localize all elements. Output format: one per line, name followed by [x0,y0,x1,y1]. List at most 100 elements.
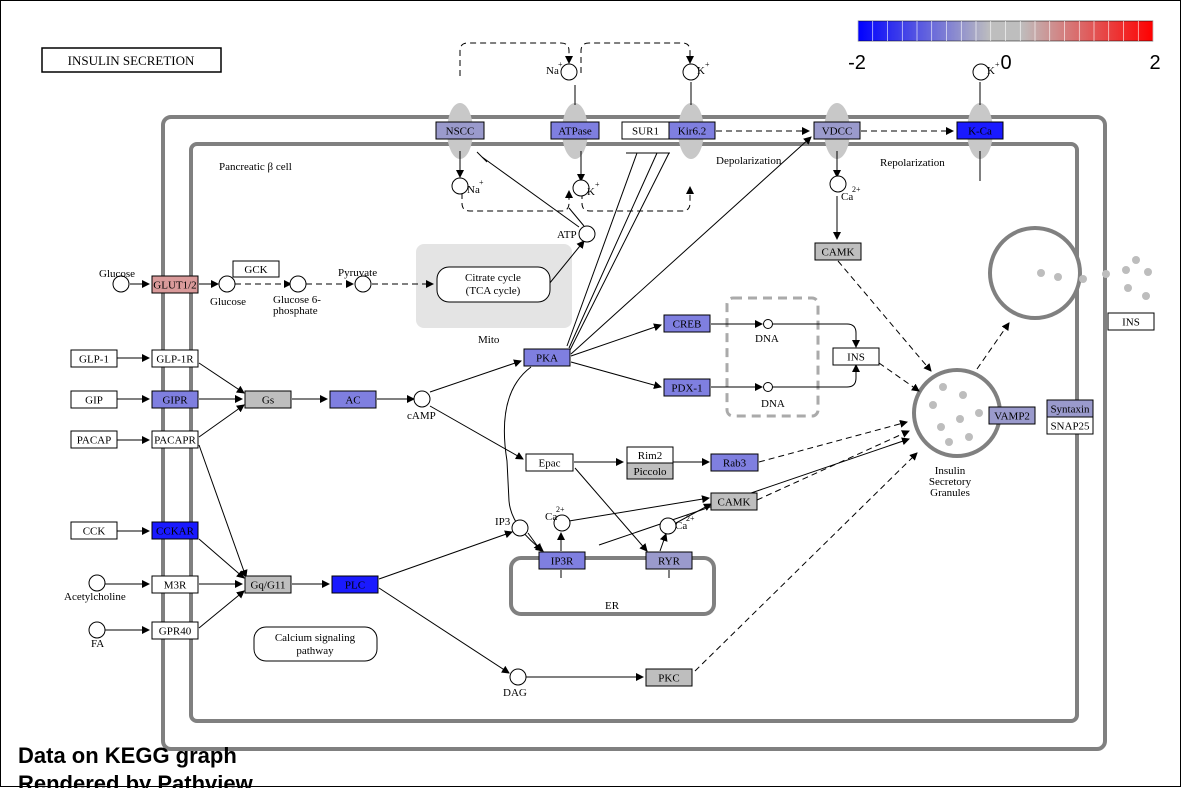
gene-node-glp1r[interactable]: GLP-1R [151,349,199,368]
gene-box-kca [956,121,1004,140]
gene-node-ip3r[interactable]: IP3R [538,551,586,570]
gene-label-gipr: GIPR [162,395,188,407]
gene-node-kir62[interactable]: Kir6.2 [668,121,716,140]
gene-box-snap25 [1046,416,1094,435]
gene-box-gck [232,260,280,278]
gene-node-ryr[interactable]: RYR [645,551,693,570]
gene-node-ins1[interactable]: INS [832,347,880,366]
color-legend: -2 0 2 [848,20,1161,74]
legend-max: 2 [1149,52,1160,74]
gene-node-ins2[interactable]: INS [1107,312,1155,331]
gene-label-pdx1: PDX-1 [671,383,702,395]
gene-node-nscc[interactable]: NSCC [435,121,485,140]
gene-node-ac[interactable]: AC [329,390,377,409]
gene-node-camk2[interactable]: CAMK [710,492,758,511]
na-in-label: Na [467,184,480,196]
gene-label-ip3r: IP3R [551,556,574,568]
gene-box-ac [329,390,377,409]
er-label: ER [605,600,620,612]
dna-label-1: DNA [755,333,779,345]
gene-node-rab3[interactable]: Rab3 [710,453,759,472]
gene-box-kir62 [668,121,716,140]
gene-box-creb [663,314,711,333]
gene-node-gck[interactable]: GCK [232,260,280,278]
gene-label-glp1r: GLP-1R [156,354,194,366]
k-top-label-1: K [697,65,705,77]
gene-node-kca[interactable]: K-Ca [956,121,1004,140]
gene-node-rim2[interactable]: Rim2 [626,446,674,464]
repolarization-label: Repolarization [880,157,945,169]
gene-node-gs[interactable]: Gs [244,390,292,409]
gene-box-ryr [645,551,693,570]
gene-box-gs [244,390,292,409]
gene-label-nscc: NSCC [446,126,475,138]
gene-node-cck[interactable]: CCK [70,521,118,540]
tca-cycle-map[interactable] [436,266,551,303]
gene-label-vdcc: VDCC [822,126,853,138]
gene-node-plc[interactable]: PLC [331,575,379,594]
gene-label-camk2: CAMK [717,497,750,509]
gene-label-rim2: Rim2 [638,450,662,462]
k-top-label-3: K [987,65,995,77]
pathway-edges [105,42,1010,681]
gene-box-camk1 [814,242,862,261]
gene-label-pkc: PKC [658,673,679,685]
gene-box-gqg11 [244,575,292,594]
gene-node-gqg11[interactable]: Gq/G11 [244,575,292,594]
gene-node-pka[interactable]: PKA [523,348,571,367]
gene-node-vdcc[interactable]: VDCC [813,121,861,140]
granule-dots [929,383,983,446]
gene-box-vdcc [813,121,861,140]
gene-node-atpase[interactable]: ATPase [550,121,600,140]
gene-box-glp1 [70,349,118,368]
gene-label-atpase: ATPase [558,126,592,138]
gene-label-glp1: GLP-1 [79,354,109,366]
gene-node-syntaxin[interactable]: Syntaxin [1046,399,1094,418]
calcium-map-line2: pathway [296,645,334,657]
exocytosis-vesicle [988,226,1082,320]
gene-node-pacapr[interactable]: PACAPR [151,430,199,449]
na-in-charge: + [479,178,484,187]
gene-label-ac: AC [345,395,360,407]
gene-box-atpase [550,121,600,140]
title-box [41,47,222,73]
pathway-title: INSULIN SECRETION [68,53,195,68]
gene-node-cckar[interactable]: CCKAR [151,521,199,540]
gene-node-snap25[interactable]: SNAP25 [1046,416,1094,435]
ip3-label: IP3 [495,516,511,528]
gene-node-gpr40[interactable]: GPR40 [151,621,199,640]
gene-node-vamp2[interactable]: VAMP2 [988,406,1036,425]
gene-node-epac[interactable]: Epac [525,453,574,472]
gene-label-ryr: RYR [658,556,681,568]
fa-label: FA [91,638,104,650]
gene-node-pdx1[interactable]: PDX-1 [663,378,711,397]
granules-label-1: Insulin [935,465,966,477]
g6p-label-1: Glucose 6- [273,294,321,306]
gene-box-gpr40 [151,621,199,640]
gene-label-piccolo: Piccolo [634,466,667,478]
k-in-label: K [587,186,595,198]
gene-label-gck: GCK [244,264,267,276]
gene-node-piccolo[interactable]: Piccolo [626,462,674,480]
gene-label-creb: CREB [673,319,702,331]
tca-map-line2: (TCA cycle) [466,285,521,297]
gene-node-glp1[interactable]: GLP-1 [70,349,118,368]
gene-node-gipr[interactable]: GIPR [151,390,199,409]
glucose-inner-label: Glucose [210,296,246,308]
gene-box-gipr [151,390,199,409]
gene-node-camk1[interactable]: CAMK [814,242,862,261]
gene-node-sur1[interactable]: SUR1 [621,121,670,140]
gene-node-m3r[interactable]: M3R [151,575,199,594]
gene-node-glut12[interactable]: GLUT1/2 [151,275,199,294]
gene-node-gip[interactable]: GIP [70,390,118,409]
gene-node-creb[interactable]: CREB [663,314,711,333]
gene-box-ins2 [1107,312,1155,331]
gene-node-pacap[interactable]: PACAP [70,430,118,449]
gene-box-vamp2 [988,406,1036,425]
gene-label-syntaxin: Syntaxin [1050,404,1090,416]
calcium-signaling-map[interactable] [253,626,378,662]
gene-node-pkc[interactable]: PKC [645,668,693,687]
gene-label-pka: PKA [536,353,558,365]
gene-box-epac [525,453,574,472]
